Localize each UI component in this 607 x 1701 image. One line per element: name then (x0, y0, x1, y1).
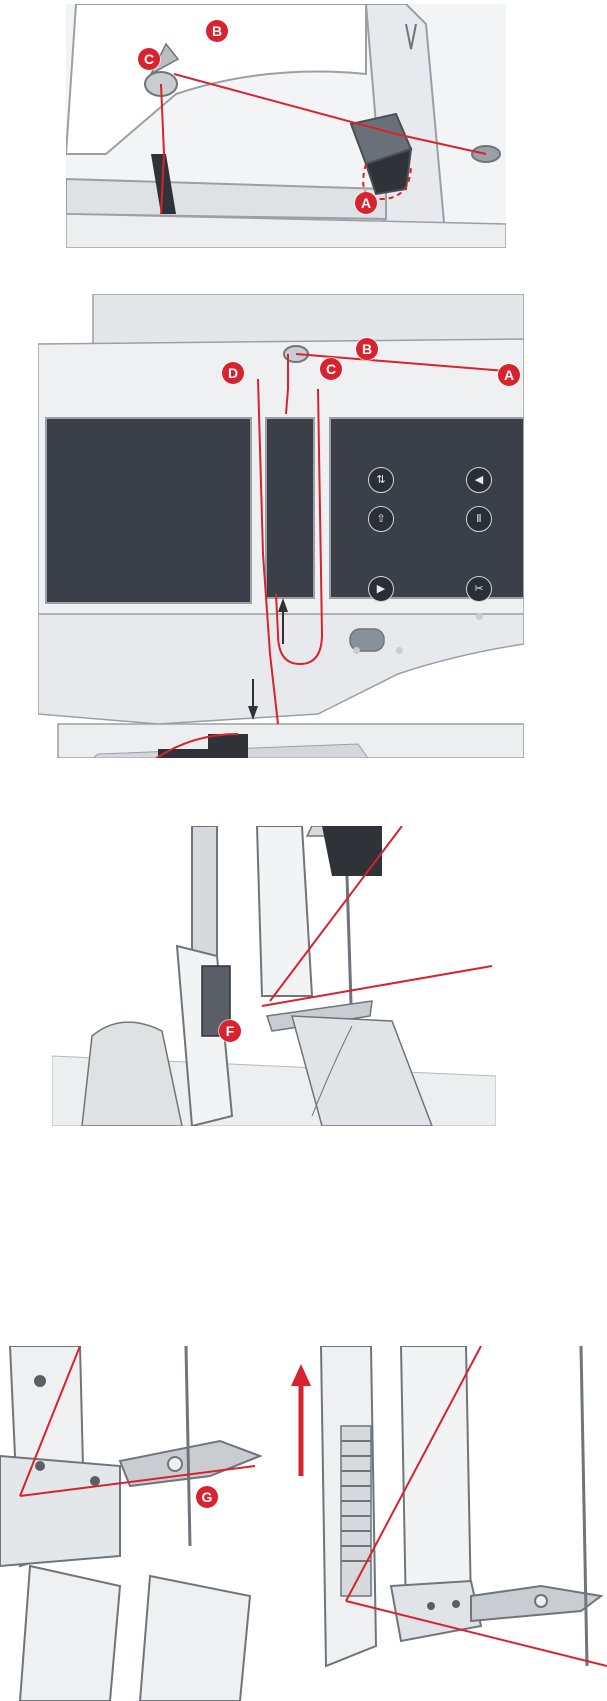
figure-thread-pull-up (281, 1346, 607, 1701)
thread-pull-illustration (281, 1346, 607, 1701)
indicator-led (353, 647, 360, 654)
thread-cutter-icon[interactable]: ✂ (466, 576, 492, 602)
figure-thread-guide-top: A B C (66, 4, 506, 248)
needle-area-illustration (52, 826, 496, 1126)
needle-closeup-illustration (0, 1346, 264, 1701)
callout-c: C (138, 48, 160, 70)
machine-front-illustration (38, 294, 524, 758)
figure-threading-path: ⇅ ⇧ ▶ ◀ Ⅱ ✂ A B C D E (38, 294, 524, 758)
thread-guide-illustration (66, 4, 506, 248)
figure-needle-closeup: G (0, 1346, 264, 1701)
callout-a: A (355, 192, 377, 214)
callout-c: C (320, 358, 342, 380)
needle-up-down-icon[interactable]: ⇅ (368, 467, 394, 493)
callout-b: B (206, 20, 228, 42)
presser-foot-up-icon[interactable]: ⇧ (368, 506, 394, 532)
indicator-led (476, 613, 483, 620)
callout-d: D (222, 362, 244, 384)
indicator-led (396, 647, 403, 654)
callout-g: G (196, 1486, 218, 1508)
figure-needle-guide: F (52, 826, 496, 1126)
callout-f: F (219, 1020, 241, 1042)
tie-off-icon[interactable]: ◀ (466, 467, 492, 493)
start-stop-icon[interactable]: ▶ (368, 576, 394, 602)
stitch-position-icon[interactable]: Ⅱ (466, 506, 492, 532)
callout-b: B (356, 338, 378, 360)
callout-a: A (498, 364, 520, 386)
